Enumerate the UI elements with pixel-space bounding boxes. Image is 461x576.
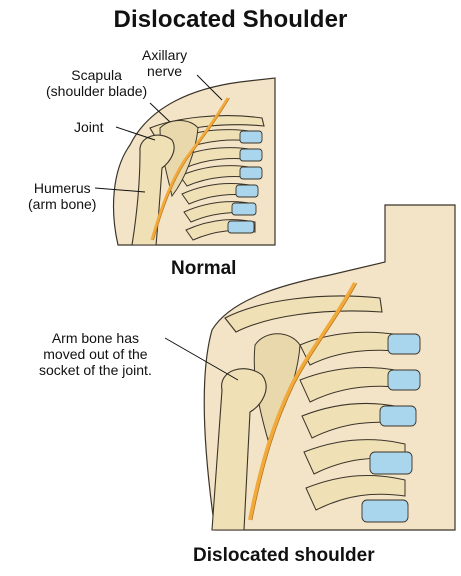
normal-caption: Normal bbox=[171, 258, 236, 280]
label-humerus: Humerus (arm bone) bbox=[28, 180, 96, 212]
dislocated-shoulder-figure bbox=[165, 205, 455, 530]
dislocated-caption: Dislocated shoulder bbox=[193, 545, 375, 567]
label-joint: Joint bbox=[74, 119, 104, 135]
label-axillary-nerve: Axillary nerve bbox=[142, 47, 187, 79]
label-scapula: Scapula (shoulder blade) bbox=[46, 67, 147, 99]
normal-shoulder-figure bbox=[95, 75, 275, 245]
label-arm-bone-moved: Arm bone has moved out of the socket of … bbox=[39, 330, 152, 378]
